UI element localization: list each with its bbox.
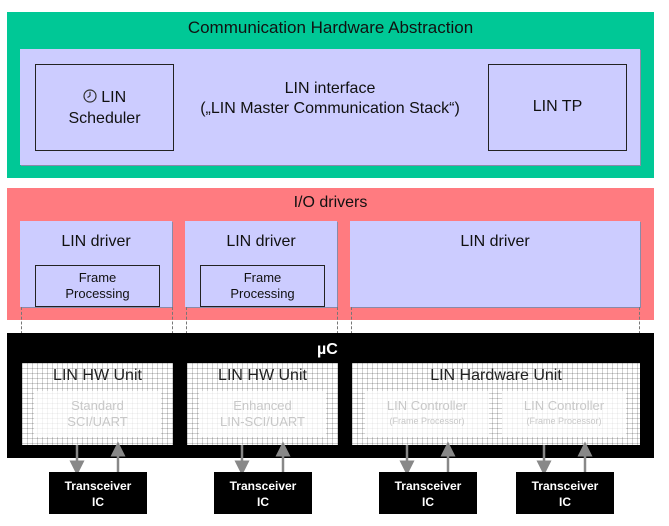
transceiver-ic: Transceiver IC <box>214 472 312 514</box>
sci-uart-line2: SCI/UART <box>67 414 128 429</box>
lin-controller-module: LIN Controller (Frame Processor) <box>365 391 489 437</box>
lin-driver-label: LIN driver <box>460 233 530 250</box>
lin-controller-line1: LIN Controller <box>386 398 468 413</box>
lin-hardware-unit: LIN Hardware Unit LIN Controller (Frame … <box>352 363 640 445</box>
comm-hw-abstraction-layer: Communication Hardware Abstraction LIN i… <box>7 12 654 178</box>
io-drivers-title: I/O drivers <box>293 194 368 211</box>
transceiver-line2: IC <box>92 495 104 509</box>
lin-scheduler-line1-wrap: LIN <box>36 87 173 108</box>
frame-processing-line1: Frame <box>78 270 117 285</box>
lin-sci-uart-line2: LIN-SCI/UART <box>220 414 305 429</box>
frame-processing-module: Frame Processing <box>35 265 160 307</box>
frame-processing-line2: Processing <box>230 286 295 301</box>
lin-driver-module: LIN driver Frame Processing <box>20 221 172 307</box>
lin-hw-unit-title: LIN HW Unit <box>218 367 307 384</box>
lin-hardware-unit-title: LIN Hardware Unit <box>430 367 562 384</box>
lin-driver-module: LIN driver Frame Processing <box>185 221 337 307</box>
frame-processing-module: Frame Processing <box>200 265 325 307</box>
lin-scheduler-line2: Scheduler <box>68 110 141 127</box>
microcontroller-label: µC <box>317 341 338 358</box>
lin-interface-line2: („LIN Master Communication Stack“) <box>200 100 460 117</box>
sci-uart-module: Standard SCI/UART <box>34 391 161 437</box>
lin-driver-module: LIN driver <box>350 221 640 307</box>
transceiver-line1: Transceiver <box>64 479 132 493</box>
lin-sci-uart-line1: Enhanced <box>233 398 292 413</box>
lin-tp-module: LIN TP <box>488 64 627 151</box>
comm-hw-abstraction-title: Communication Hardware Abstraction <box>187 18 474 37</box>
microcontroller-block: µC LIN HW Unit Standard SCI/UART LIN HW … <box>7 333 654 458</box>
lin-scheduler-module: LIN Scheduler <box>35 64 174 151</box>
transceiver-line1: Transceiver <box>394 479 462 493</box>
transceiver-line1: Transceiver <box>531 479 599 493</box>
lin-driver-label: LIN driver <box>61 233 131 250</box>
lin-controller-module: LIN Controller (Frame Processor) <box>502 391 626 437</box>
lin-hw-unit-title: LIN HW Unit <box>53 367 142 384</box>
lin-interface-line1: LIN interface <box>284 80 376 97</box>
io-drivers-layer: I/O drivers LIN driver Frame Processing … <box>7 188 654 320</box>
lin-scheduler-label: LIN Scheduler <box>36 87 173 129</box>
transceiver-line2: IC <box>422 495 434 509</box>
transceiver-line2: IC <box>559 495 571 509</box>
lin-hw-unit: LIN HW Unit Standard SCI/UART <box>22 363 173 445</box>
lin-tp-label: LIN TP <box>532 98 583 115</box>
transceiver-ic: Transceiver IC <box>379 472 477 514</box>
lin-interface-label: LIN interface („LIN Master Communication… <box>180 79 480 119</box>
lin-sci-uart-module: Enhanced LIN-SCI/UART <box>199 391 326 437</box>
lin-hw-unit: LIN HW Unit Enhanced LIN-SCI/UART <box>187 363 338 445</box>
sci-uart-line1: Standard <box>71 398 124 413</box>
transceiver-line1: Transceiver <box>229 479 297 493</box>
frame-processing-line2: Processing <box>65 286 130 301</box>
lin-controller-line1: LIN Controller <box>523 398 605 413</box>
transceiver-ic: Transceiver IC <box>516 472 614 514</box>
transceiver-line2: IC <box>257 495 269 509</box>
frame-processing-line1: Frame <box>243 270 282 285</box>
lin-scheduler-line1: LIN <box>101 89 127 106</box>
clock-icon <box>83 89 101 106</box>
transceiver-ic: Transceiver IC <box>49 472 147 514</box>
lin-controller-line2: (Frame Processor) <box>389 416 465 426</box>
lin-interface-module: LIN interface („LIN Master Communication… <box>20 49 640 165</box>
lin-driver-label: LIN driver <box>226 233 296 250</box>
lin-controller-line2: (Frame Processor) <box>526 416 602 426</box>
